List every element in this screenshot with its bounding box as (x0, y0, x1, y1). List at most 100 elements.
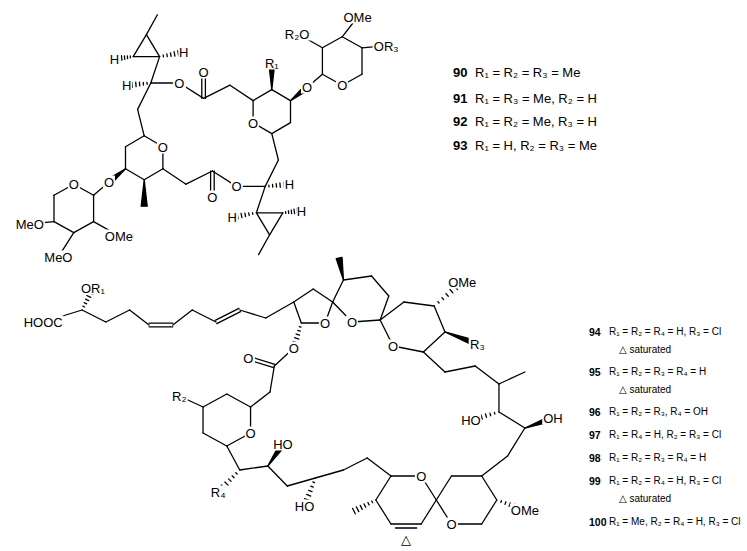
bond-line (215, 308, 239, 320)
bond-line (126, 169, 145, 180)
bond-line (376, 500, 391, 524)
substituent-definition: R₁ = R₂ = R₃ = R₄ = H (608, 453, 707, 463)
bond-line (192, 310, 216, 322)
bond-line (336, 257, 343, 280)
atom-label: O (242, 352, 254, 365)
atom-label: O (173, 77, 185, 90)
note: △ saturated (618, 385, 672, 395)
bond-line (146, 35, 159, 57)
substituent-definition: R₁ = R₂ = R₄ = H, R₃ = Cl (608, 327, 722, 337)
bond-line (138, 109, 145, 135)
bond-line (106, 310, 130, 322)
label-anchor: O (415, 470, 427, 483)
atom-label: OR₃ (373, 39, 400, 52)
atom-label: O (198, 66, 210, 79)
compound-number: 100 (588, 517, 608, 528)
bond-line (451, 475, 481, 476)
label-anchor: O (301, 81, 313, 94)
compound-number: 99 (588, 476, 602, 487)
bond-line (204, 85, 230, 98)
atom-label: O (445, 518, 457, 531)
bond-line (266, 302, 294, 318)
bond-line (256, 213, 269, 235)
label-anchor: O (103, 176, 115, 189)
atom-label: H (226, 211, 237, 224)
bond-line (133, 35, 146, 57)
bond-line (391, 523, 421, 524)
bond-line (240, 310, 266, 318)
label-anchor: 96 (588, 407, 602, 418)
atom-label: O (68, 178, 80, 191)
label-anchor: O (198, 66, 210, 79)
note: △ saturated (618, 345, 672, 355)
atom-label: OR₁ (80, 282, 106, 295)
bond-line (482, 476, 497, 500)
atom-label: HOOC (23, 316, 64, 329)
bond-line (203, 394, 227, 407)
label-anchor: H (178, 46, 189, 59)
bond-line (253, 90, 272, 101)
atom-label: O (288, 342, 300, 355)
label-anchor: R₁ = R₂ = R₃ = R₄ = H (608, 453, 707, 463)
bond-line (93, 195, 94, 221)
label-anchor: 91 (452, 92, 468, 105)
bond-line (508, 428, 525, 456)
atom-label: OMe (510, 504, 540, 517)
bond-line (151, 57, 160, 83)
label-anchor: O (346, 316, 358, 329)
compound-number: 96 (588, 407, 602, 418)
bond-line (141, 180, 147, 206)
bond-line (256, 212, 282, 213)
label-anchor: R₃ (469, 338, 486, 351)
bond-line (146, 15, 157, 35)
label-anchor: R₁ = R₂ = R₃ = R₄ = H (608, 367, 707, 377)
bond-line (256, 186, 265, 212)
label-anchor: R₁ (264, 57, 280, 70)
atom-label: △ (400, 533, 412, 546)
atom-label: O (387, 340, 399, 353)
compound-number: 94 (588, 327, 602, 338)
label-anchor: O (288, 342, 300, 355)
bond-line (272, 134, 279, 160)
bond-line (395, 527, 416, 528)
bond-line (482, 500, 497, 524)
compound-number: 98 (588, 453, 602, 464)
label-anchor: R₁ = Me, R₂ = R₄ = H, R₃ = Cl (608, 517, 742, 527)
atom-label: O (336, 79, 348, 92)
bond-line (372, 276, 389, 296)
label-anchor: 92 (452, 115, 468, 128)
label-anchor: R₁ = R₂ = R₃, R₄ = OH (608, 407, 709, 417)
atom-label: MeO (43, 250, 73, 263)
label-anchor: O (387, 340, 399, 353)
bond-line (423, 332, 445, 352)
bond-line (343, 276, 371, 280)
label-anchor: HOOC (23, 316, 64, 329)
label-anchor: OH (542, 412, 564, 425)
bond-line (294, 302, 302, 323)
label-anchor: R₁ = H, R₂ = R₃ = Me (474, 139, 598, 152)
bond-line (227, 394, 251, 407)
label-anchor: OMe (343, 11, 373, 24)
atom-label: R₂O (284, 27, 311, 40)
label-anchor: R₁ = R₂ = R₄ = H, R₃ = Cl (608, 327, 722, 337)
label-anchor: OMe (510, 504, 540, 517)
label-anchor: 100 (588, 517, 608, 528)
bond-line (144, 169, 163, 180)
substituent-definition: R₁ = R₃ = Me, R₂ = H (474, 92, 598, 105)
compound-number: 93 (452, 139, 468, 152)
bond-line (272, 123, 291, 134)
atom-label: H (284, 178, 295, 191)
bond-line (421, 500, 436, 524)
label-anchor: O (206, 191, 218, 204)
atom-label: O (244, 427, 256, 440)
bond-line (230, 85, 253, 100)
bond-line (333, 280, 344, 302)
bond-line (499, 412, 525, 428)
bond-line (53, 195, 54, 221)
bond-line (240, 466, 268, 470)
atom-label: HO (460, 414, 482, 427)
bond-line (82, 310, 106, 322)
bond-line (126, 136, 145, 147)
